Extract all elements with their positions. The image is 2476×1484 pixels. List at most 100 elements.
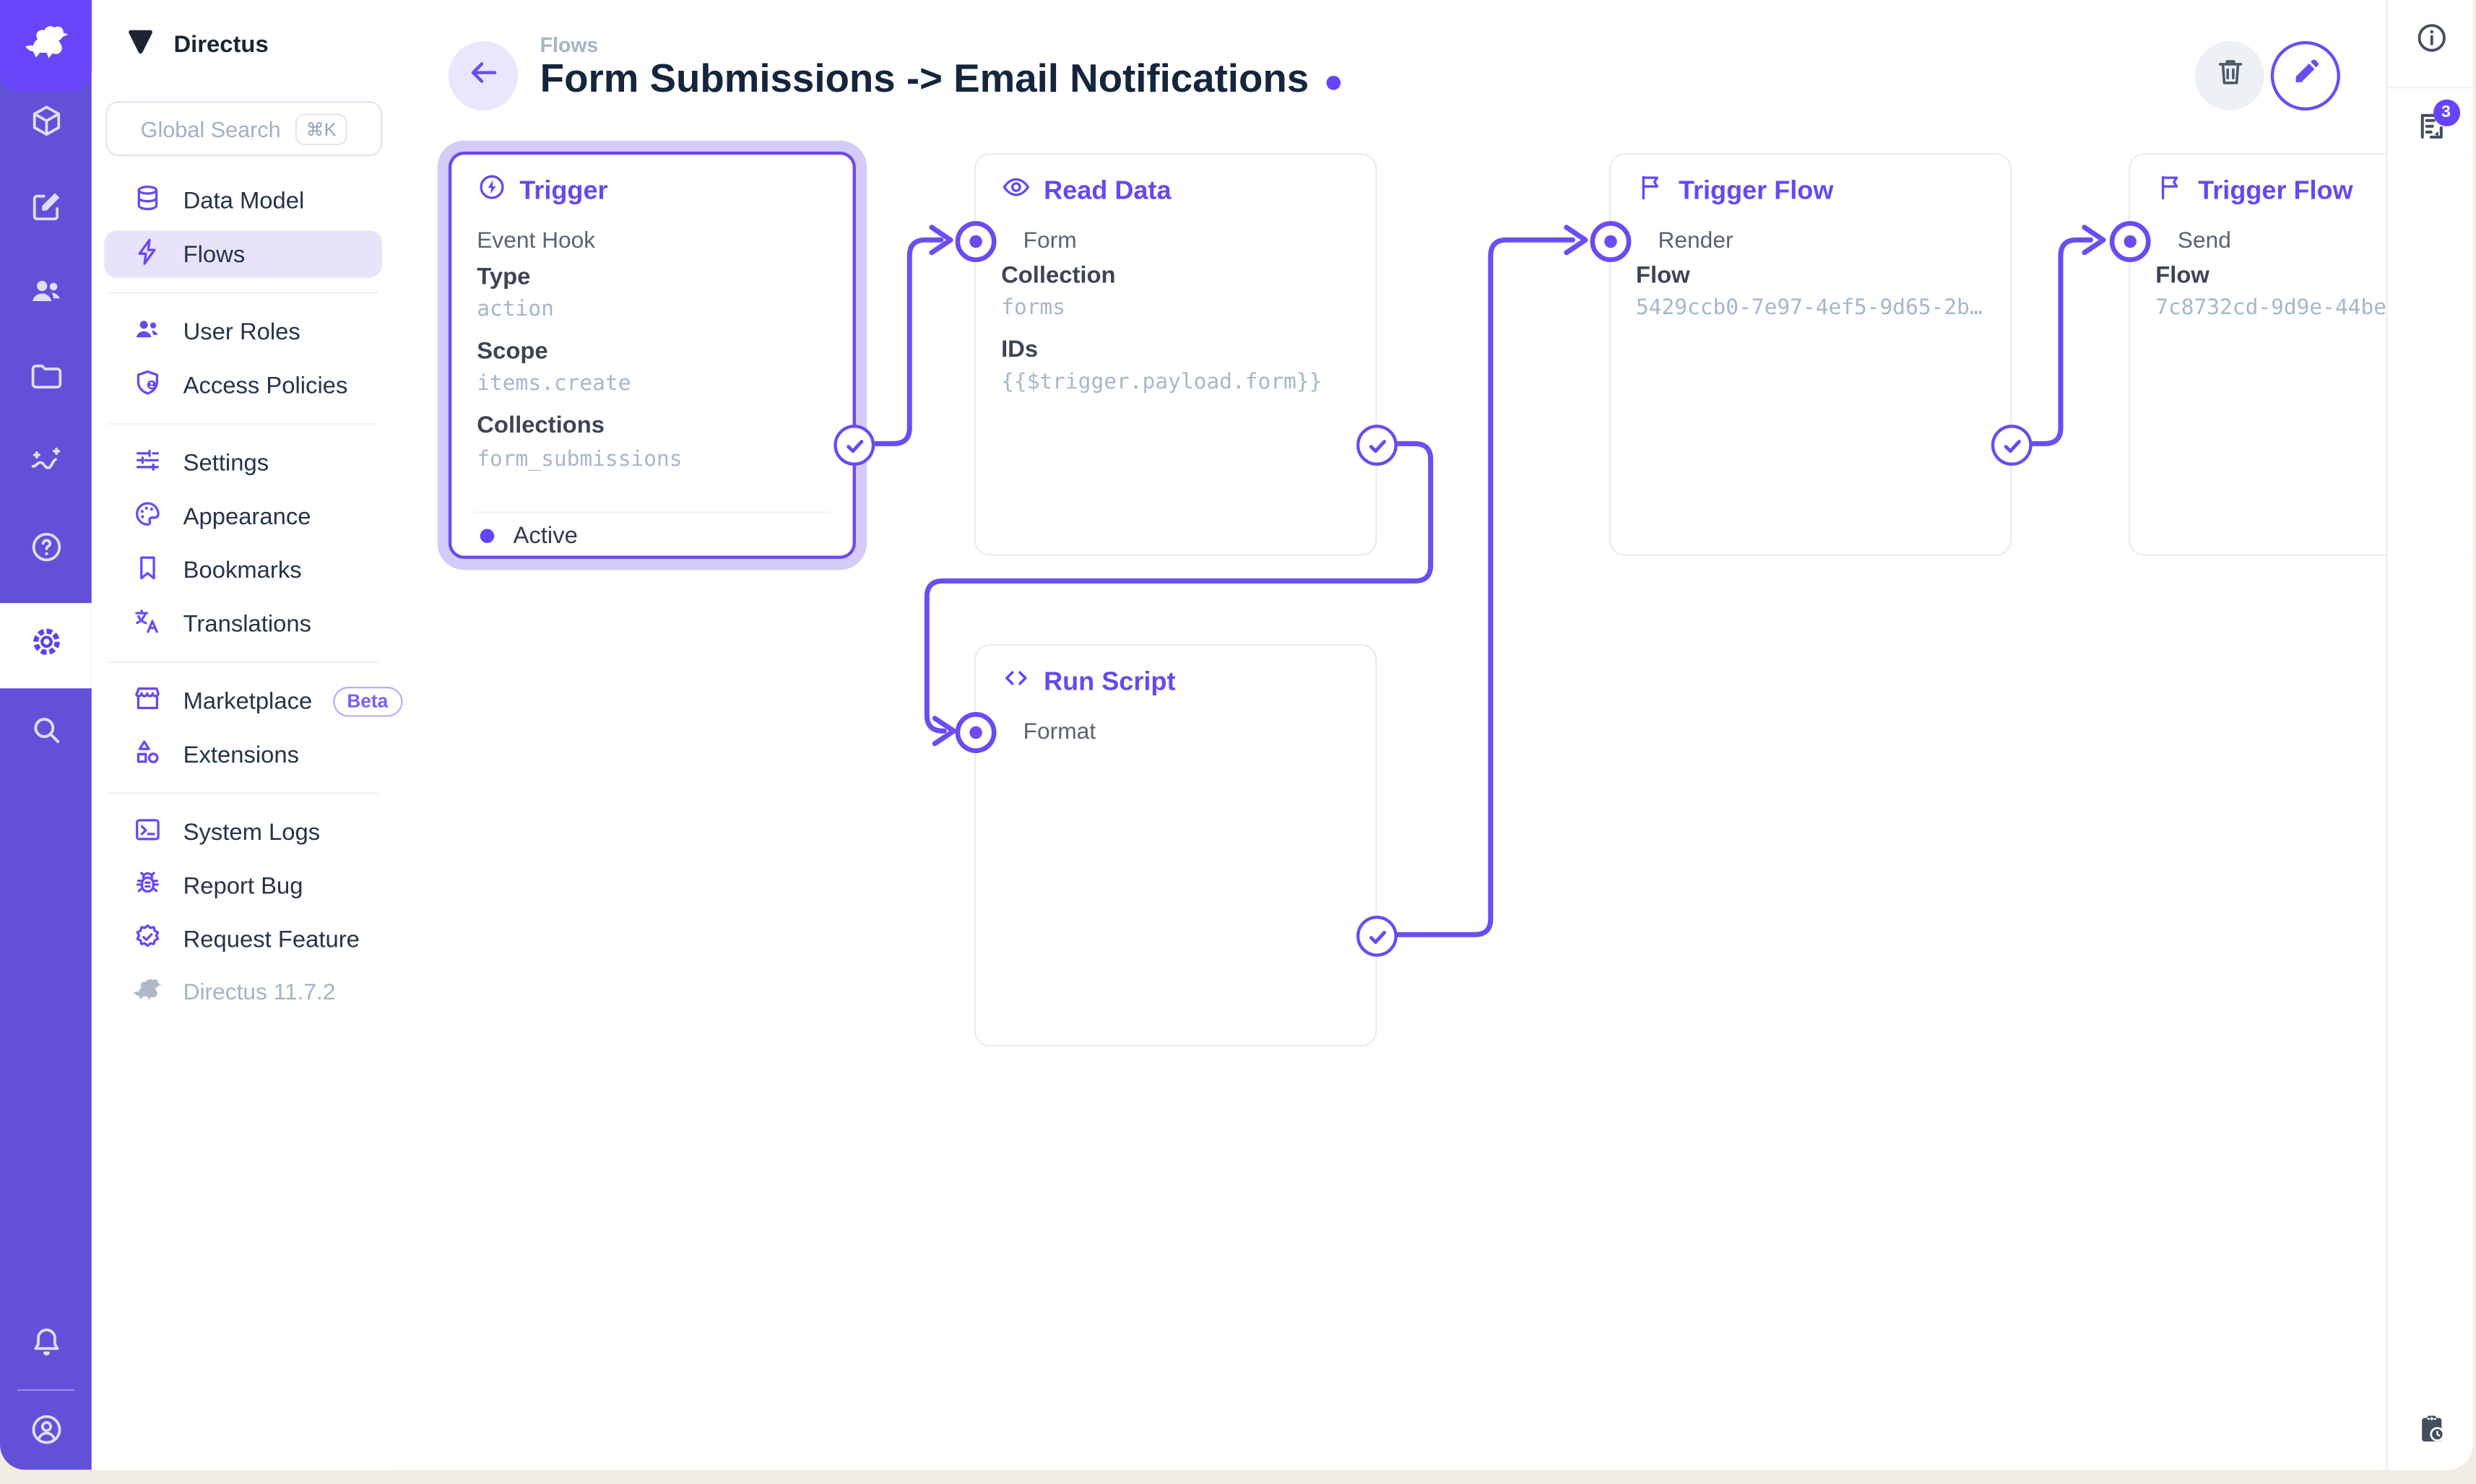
project-row[interactable]: Directus <box>92 16 395 73</box>
storefront-icon <box>133 683 163 719</box>
pencil-icon <box>2289 56 2322 97</box>
flow-node-trigger[interactable]: Trigger Event Hook Type action Scope ite… <box>448 151 875 559</box>
field-value: 7c8732cd-9d9e-44be <box>2155 295 2387 321</box>
users-icon <box>27 273 64 317</box>
field-value: items.create <box>477 370 631 396</box>
module-content[interactable] <box>0 82 92 168</box>
sidebar-item-label: Settings <box>183 448 269 477</box>
sidebar-item-extensions[interactable]: Extensions <box>104 731 382 778</box>
read-data-output-connector[interactable] <box>1356 425 1398 466</box>
field-label: Flow <box>2155 261 2209 290</box>
bug-icon <box>133 867 163 903</box>
sidebar-item-label: Flows <box>183 240 246 268</box>
sidebar-item-label: Appearance <box>183 503 311 530</box>
sidebar-item-marketplace[interactable]: Marketplace Beta <box>104 677 402 725</box>
sidebar-item-request-feature[interactable]: Request Feature <box>104 916 382 963</box>
flow-node-trigger-flow-render[interactable]: Trigger Flow Render Flow 5429ccb0-7e97-4… <box>1590 153 2033 556</box>
bolt-icon <box>133 236 163 272</box>
logs-sidebar-button[interactable]: 3 <box>2388 95 2473 164</box>
palette-icon <box>133 498 163 534</box>
sidebar-item-translations[interactable]: Translations <box>104 600 382 648</box>
right-rail: 3 <box>2386 0 2473 1470</box>
edit-flow-button[interactable] <box>2270 40 2340 111</box>
sidebar-item-label: Report Bug <box>183 872 303 900</box>
node-title: Run Script <box>1001 663 1175 700</box>
sidebar-item-user-roles[interactable]: User Roles <box>104 308 382 355</box>
status-badge: Active <box>480 523 578 550</box>
version-row: Directus 11.7.2 <box>104 969 382 1017</box>
module-settings-active[interactable] <box>0 603 92 689</box>
code-icon <box>1001 663 1031 700</box>
nav-divider <box>107 792 379 794</box>
field-value: form_submissions <box>477 446 683 472</box>
node-title: Read Data <box>1001 172 1172 209</box>
settings-nav: Data Model Flows User Roles Access Polic… <box>104 177 402 1017</box>
run-script-input-connector[interactable] <box>955 711 997 753</box>
shield-user-icon <box>133 367 163 403</box>
trigger-flow-send-input-connector[interactable] <box>2109 221 2151 262</box>
sidebar-item-data-model[interactable]: Data Model <box>104 177 382 225</box>
read-data-input-connector[interactable] <box>955 221 997 262</box>
cube-icon <box>27 103 64 147</box>
wire-triggerflow1-to-triggerflow2 <box>2009 237 2094 446</box>
arrow-left-icon <box>466 54 501 97</box>
sidebar-item-label: User Roles <box>183 318 300 345</box>
beta-badge: Beta <box>332 685 402 716</box>
sidebar-item-label: Data Model <box>183 187 305 214</box>
sidebar-item-report-bug[interactable]: Report Bug <box>104 862 382 910</box>
module-insights[interactable] <box>0 423 92 508</box>
module-notifications[interactable] <box>0 1304 92 1389</box>
sidebar-item-flows[interactable]: Flows <box>104 230 383 278</box>
sidebar-item-bookmarks[interactable]: Bookmarks <box>104 546 382 594</box>
logs-count-badge: 3 <box>2432 98 2460 126</box>
tune-icon <box>133 444 163 480</box>
sidebar-item-label: Marketplace <box>183 687 313 715</box>
sidebar-item-label: Access Policies <box>183 371 348 399</box>
flow-status-dot <box>1326 74 1341 90</box>
field-label: IDs <box>1001 336 1039 363</box>
flow-node-read-data[interactable]: Read Data Form Collection forms IDs {{$t… <box>955 153 1398 556</box>
delete-flow-button[interactable] <box>2194 40 2265 111</box>
module-editor[interactable] <box>0 168 92 253</box>
flow-node-run-script[interactable]: Run Script Format <box>955 643 1398 1047</box>
info-icon <box>2414 19 2449 62</box>
back-button[interactable] <box>448 40 519 111</box>
trigger-flow-render-output-connector[interactable] <box>1991 425 2033 466</box>
run-script-output-connector[interactable] <box>1356 916 1398 957</box>
global-search-input[interactable]: Global Search ⌘K <box>105 100 383 157</box>
module-files[interactable] <box>0 338 92 423</box>
insights-icon <box>27 443 64 487</box>
search-icon <box>27 712 64 756</box>
sidebar-item-access-policies[interactable]: Access Policies <box>104 362 382 409</box>
shapes-icon <box>133 737 163 773</box>
input-label: Send <box>2177 229 2231 254</box>
clipboard-clock-icon <box>2414 1410 2449 1453</box>
input-label: Format <box>1023 719 1096 745</box>
module-docs[interactable] <box>0 508 92 594</box>
breadcrumb[interactable]: Flows <box>540 32 599 57</box>
field-label: Collections <box>477 412 605 439</box>
sidebar-item-system-logs[interactable]: System Logs <box>104 808 382 856</box>
sidebar-item-settings[interactable]: Settings <box>104 439 382 487</box>
trigger-flow-render-input-connector[interactable] <box>1590 221 1632 262</box>
search-shortcut-badge: ⌘K <box>295 113 347 145</box>
field-value: forms <box>1001 295 1065 321</box>
node-footer-divider <box>473 511 831 513</box>
module-search[interactable] <box>0 692 92 777</box>
module-user-menu[interactable] <box>0 1391 92 1470</box>
nav-divider <box>107 292 379 294</box>
bookmark-icon <box>133 552 163 588</box>
directus-logo-tile[interactable] <box>0 0 92 92</box>
sidebar: Directus Global Search ⌘K Data Model Flo… <box>91 0 402 1470</box>
bolt-circle-icon <box>477 172 507 209</box>
gear-icon <box>27 624 64 668</box>
info-sidebar-button[interactable] <box>2388 6 2473 76</box>
pending-revisions-button[interactable] <box>2388 1397 2473 1467</box>
active-dot-icon <box>480 529 495 544</box>
sidebar-item-appearance[interactable]: Appearance <box>104 493 382 540</box>
module-users[interactable] <box>0 253 92 338</box>
field-label: Collection <box>1001 261 1116 290</box>
flag-icon <box>1636 172 1666 209</box>
trigger-output-connector[interactable] <box>834 425 875 466</box>
